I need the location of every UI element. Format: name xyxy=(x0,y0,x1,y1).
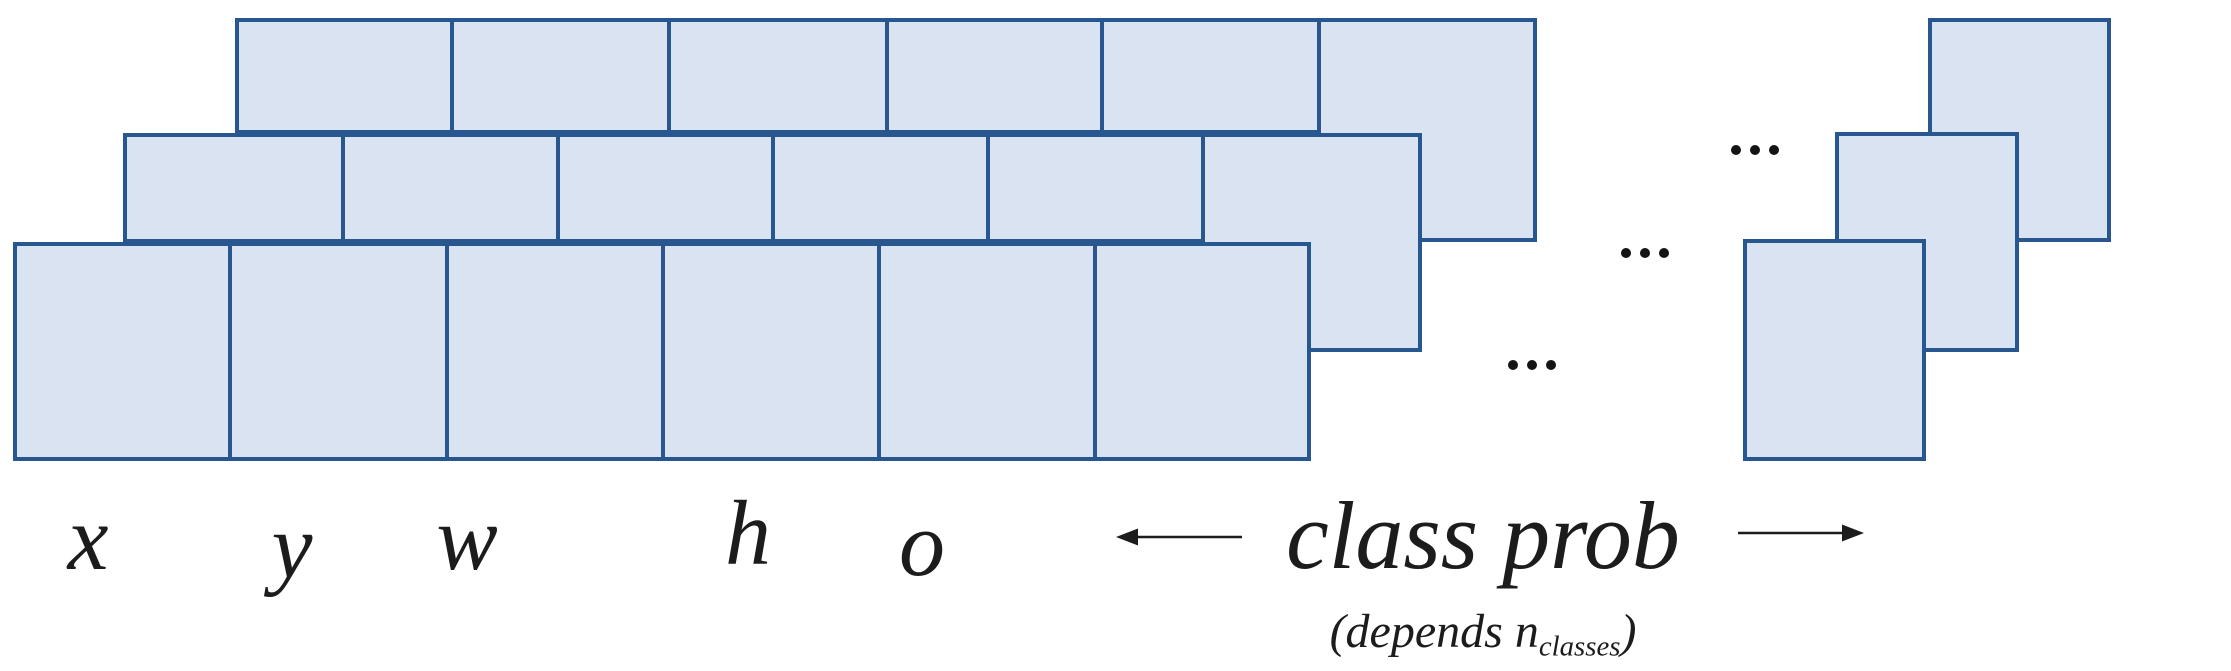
cell-row-middle xyxy=(556,133,775,243)
cell-row-middle xyxy=(771,133,990,243)
class-prob-label: class prob xyxy=(1286,482,1680,589)
cell-row-middle xyxy=(986,133,1205,243)
ellipsis-bottom-row-icon xyxy=(1508,360,1556,370)
cell-row-top xyxy=(235,18,454,134)
depends-note-prefix: (depends n xyxy=(1329,605,1539,658)
depends-note-suffix: ) xyxy=(1620,605,1637,658)
right-arrow-icon xyxy=(1738,524,1864,542)
cell-row-top xyxy=(885,18,1104,134)
cell-row-middle xyxy=(341,133,560,243)
cell-class-prob xyxy=(1093,242,1311,461)
cell-row-bottom-continuation xyxy=(1743,239,1926,461)
dot-icon xyxy=(1769,145,1779,155)
label-x: x xyxy=(67,487,109,589)
dot-icon xyxy=(1659,248,1669,258)
left-arrow-icon xyxy=(1116,528,1242,546)
dot-icon xyxy=(1527,360,1537,370)
dot-icon xyxy=(1546,360,1556,370)
label-h: h xyxy=(725,482,771,584)
cell-w xyxy=(445,242,665,461)
dot-icon xyxy=(1750,145,1760,155)
depends-n-classes-note: (depends nclasses) xyxy=(1329,605,1637,662)
cell-row-top xyxy=(667,18,889,134)
label-y: y xyxy=(271,495,313,597)
dot-icon xyxy=(1731,145,1741,155)
cell-o xyxy=(877,242,1097,461)
label-w: w xyxy=(436,487,498,589)
dot-icon xyxy=(1508,360,1518,370)
dot-icon xyxy=(1640,248,1650,258)
cell-row-middle xyxy=(123,133,345,243)
cell-x xyxy=(13,242,232,461)
dot-icon xyxy=(1621,248,1631,258)
ellipsis-middle-row-icon xyxy=(1621,248,1669,258)
cell-h xyxy=(661,242,881,461)
ellipsis-top-row-icon xyxy=(1731,145,1779,155)
cell-row-top xyxy=(1100,18,1321,134)
cell-row-top xyxy=(450,18,671,134)
cell-y xyxy=(228,242,449,461)
depends-note-subscript: classes xyxy=(1538,630,1621,663)
label-o: o xyxy=(899,493,945,595)
